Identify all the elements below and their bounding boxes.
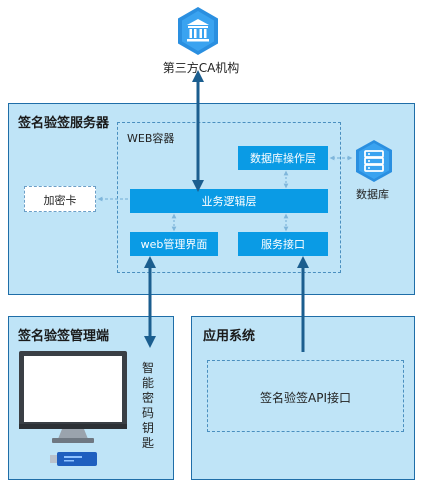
db-layer-box: 数据库操作层 bbox=[238, 146, 328, 170]
web-container-title: WEB容器 bbox=[127, 132, 175, 145]
ca-icon bbox=[176, 6, 220, 56]
api-interface-label: 签名验签API接口 bbox=[260, 391, 351, 405]
ca-label: 第三方CA机构 bbox=[162, 61, 240, 75]
business-layer-box: 业务逻辑层 bbox=[130, 189, 328, 213]
crypto-card-box bbox=[24, 186, 96, 212]
db-layer-label: 数据库操作层 bbox=[250, 152, 316, 165]
usb-key-label: 智能密码钥匙 bbox=[141, 361, 154, 450]
api-interface-box bbox=[207, 360, 404, 432]
management-title: 签名验签管理端 bbox=[18, 329, 110, 344]
usb-key-icon bbox=[50, 451, 98, 467]
service-api-label: 服务接口 bbox=[261, 238, 305, 251]
web-ui-label: web管理界面 bbox=[140, 238, 208, 251]
database-icon bbox=[354, 139, 394, 183]
monitor-icon bbox=[18, 350, 130, 446]
web-ui-box: web管理界面 bbox=[130, 232, 218, 256]
service-api-box: 服务接口 bbox=[238, 232, 328, 256]
signature-server-title: 签名验签服务器 bbox=[18, 116, 110, 131]
web-container bbox=[117, 122, 341, 273]
database-label: 数据库 bbox=[356, 188, 389, 201]
app-system-title: 应用系统 bbox=[203, 329, 256, 344]
business-layer-label: 业务逻辑层 bbox=[201, 195, 257, 208]
crypto-card-label: 加密卡 bbox=[43, 194, 77, 207]
